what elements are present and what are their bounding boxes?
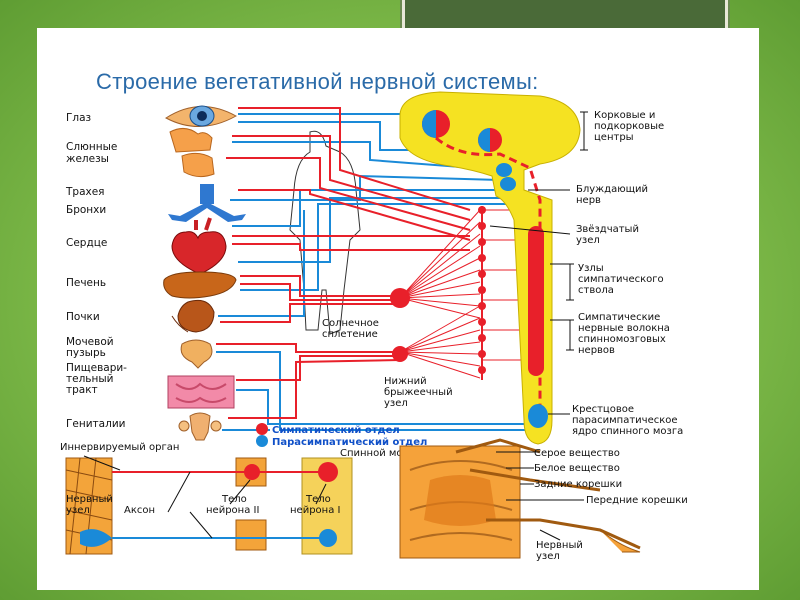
label-kidneys: Почки bbox=[66, 311, 100, 323]
legend-parasympathetic-label: Парасимпатический отдел bbox=[272, 437, 427, 448]
trachea-icon bbox=[168, 184, 246, 222]
solar-label-2: сплетение bbox=[322, 329, 378, 340]
ganglion-label-2: узел bbox=[66, 505, 90, 516]
nerve-ganglion-label-1: Нервный bbox=[536, 540, 583, 551]
label-glands-2: железы bbox=[66, 153, 109, 165]
label-bronchi: Бронхи bbox=[66, 204, 106, 216]
spinal-cord-label: Спинной мозг bbox=[340, 448, 413, 459]
organ-icons bbox=[163, 105, 246, 441]
dorsal-roots-label: Задние корешки bbox=[534, 479, 622, 490]
stellate-label-1: Звёздчатый bbox=[576, 224, 639, 235]
mesenteric-label-3: узел bbox=[384, 398, 408, 409]
sacral-label-1: Крестцовое bbox=[572, 404, 634, 415]
fibers-label-2: нервные волокна bbox=[578, 323, 670, 334]
white-matter-label: Белое вещество bbox=[534, 463, 620, 474]
fibers-label-3: спинномозговых bbox=[578, 334, 666, 345]
trunk-label-1: Узлы bbox=[578, 263, 604, 274]
label-digestive-3: тракт bbox=[66, 384, 98, 396]
label-digestive-2: тельный bbox=[66, 373, 113, 385]
vagus-label-2: нерв bbox=[576, 195, 601, 206]
label-digestive-1: Пищевари- bbox=[66, 362, 127, 374]
cortex-label-1: Корковые и bbox=[594, 110, 655, 121]
innervated-organ-label: Иннервируемый орган bbox=[60, 442, 179, 453]
solar-plexus-node bbox=[390, 288, 410, 308]
stellate-label-2: узел bbox=[576, 235, 600, 246]
neuron2-label-1: Тело bbox=[221, 494, 247, 505]
neuron1-body-red bbox=[318, 462, 338, 482]
ventral-roots-label: Передние корешки bbox=[586, 495, 688, 506]
neuron1-label-1: Тело bbox=[305, 494, 331, 505]
legend: Симпатический отдел Парасимпатический от… bbox=[256, 423, 427, 448]
ganglion-label-1: Нервный bbox=[66, 494, 113, 505]
reflex-arc-diagram: Иннервируемый орган Спинной мозг Нервный… bbox=[60, 442, 413, 555]
legend-parasympathetic-swatch bbox=[256, 435, 268, 447]
label-glands-1: Слюнные bbox=[66, 141, 117, 153]
slide-canvas bbox=[37, 28, 759, 590]
sympathetic-fibers bbox=[216, 107, 471, 419]
legend-sympathetic-label: Симпатический отдел bbox=[272, 425, 400, 436]
heart-icon bbox=[171, 217, 227, 275]
trunk-label-2: симпатического bbox=[578, 274, 664, 285]
legend-sympathetic-swatch bbox=[256, 423, 268, 435]
fibers-label-1: Симпатические bbox=[578, 312, 660, 323]
label-bladder-2: пузырь bbox=[66, 347, 106, 359]
solar-label-1: Солнечное bbox=[322, 318, 379, 329]
mesenteric-label-2: брыжеечный bbox=[384, 387, 453, 398]
bladder-icon bbox=[180, 339, 213, 369]
annotation-brackets bbox=[489, 111, 588, 415]
kidney-icon bbox=[171, 299, 215, 333]
axon-label: Аксон bbox=[124, 505, 155, 516]
neuron1-label-2: нейрона I bbox=[290, 505, 340, 516]
organ-labels: Глаз Слюнные железы Трахея Бронхи Сердце… bbox=[65, 112, 127, 430]
slide-title: Строение вегетативной нервной системы: bbox=[96, 69, 539, 94]
gland-icon bbox=[169, 128, 215, 178]
ganglion-connections bbox=[399, 209, 481, 379]
cortex-label-3: центры bbox=[594, 132, 634, 143]
liver-icon bbox=[163, 271, 237, 299]
sacral-label-3: ядро спинного мозга bbox=[572, 426, 683, 437]
eye-icon bbox=[165, 105, 238, 127]
label-heart: Сердце bbox=[66, 237, 107, 249]
genitals-icon bbox=[178, 412, 222, 441]
neuron2-label-2: нейрона II bbox=[206, 505, 259, 516]
nerve-ganglion-label-2: узел bbox=[536, 551, 560, 562]
cortex-label-2: подкорковые bbox=[594, 121, 664, 132]
mesenteric-node bbox=[392, 346, 408, 362]
label-liver: Печень bbox=[66, 277, 106, 289]
spinal-cross-section: Серое вещество Белое вещество Задние кор… bbox=[399, 438, 688, 562]
label-bladder-1: Мочевой bbox=[66, 336, 114, 348]
brain-spinal-cord bbox=[399, 91, 581, 445]
label-genitals: Гениталии bbox=[66, 418, 125, 430]
intestine-icon bbox=[167, 375, 235, 409]
fibers-label-4: нервов bbox=[578, 345, 615, 356]
trunk-label-3: ствола bbox=[578, 285, 614, 296]
right-labels: Корковые и подкорковые центры Блуждающий… bbox=[572, 110, 683, 437]
sacral-label-2: парасимпатическое bbox=[572, 415, 678, 426]
center-labels: Солнечное сплетение Нижний брыжеечный уз… bbox=[322, 318, 453, 409]
label-eye: Глаз bbox=[66, 112, 91, 124]
label-trachea: Трахея bbox=[65, 186, 105, 198]
vagus-label-1: Блуждающий bbox=[576, 184, 648, 195]
neuron2-body bbox=[244, 464, 260, 480]
mesenteric-label-1: Нижний bbox=[384, 376, 427, 387]
neuron1-body-blue bbox=[319, 529, 337, 547]
grey-matter-label: Серое вещество bbox=[534, 448, 620, 459]
